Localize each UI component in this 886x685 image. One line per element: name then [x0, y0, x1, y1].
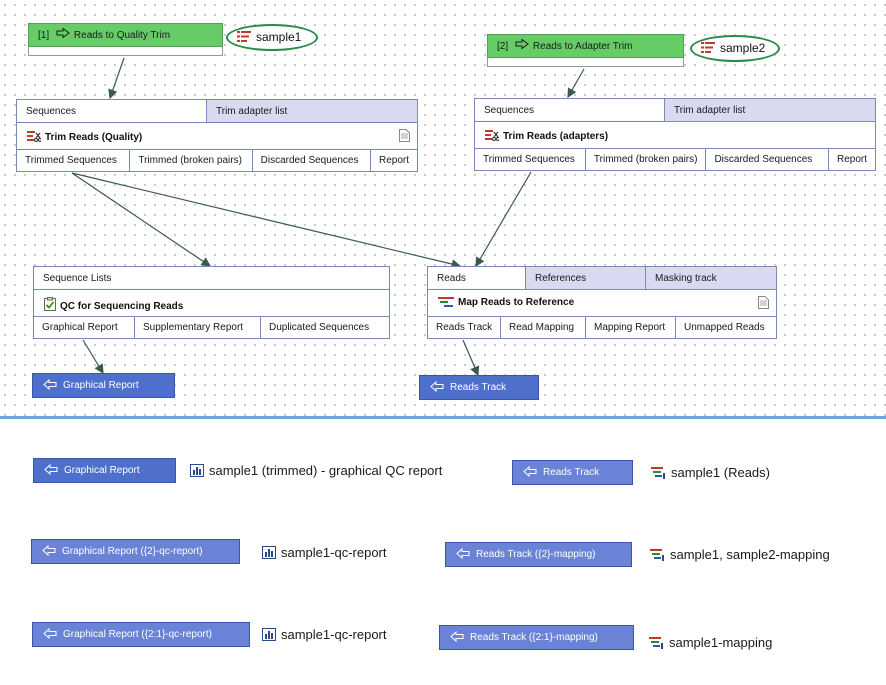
output-port[interactable]: Trimmed Sequences	[475, 149, 586, 170]
reads-track-icon	[649, 637, 663, 649]
output-port[interactable]: Trimmed (broken pairs)	[586, 149, 707, 170]
connection-line	[108, 57, 125, 100]
trim-reads-adapters-block[interactable]: Sequences Trim adapter list Trim Reads (…	[474, 98, 876, 171]
input-port[interactable]: References	[525, 267, 645, 289]
input-port[interactable]: Sequences	[484, 105, 535, 116]
block-title: Map Reads to Reference	[438, 297, 574, 308]
output-graphical-report-2-qc[interactable]: Graphical Report ({2}-qc-report)	[31, 539, 240, 564]
input-port[interactable]: Trim adapter list	[206, 100, 417, 122]
input-label: [1] Reads to Quality Trim	[38, 28, 171, 41]
block-title: Trim Reads (adapters)	[485, 129, 608, 142]
input-port[interactable]: Sequence Lists	[43, 273, 112, 284]
input-port[interactable]: Reads	[437, 273, 466, 284]
result-item[interactable]: sample1-mapping	[649, 635, 772, 650]
output-arrow-icon	[43, 628, 57, 639]
output-graphical-report[interactable]: Graphical Report	[33, 458, 176, 483]
section-divider	[0, 416, 886, 419]
input-reads-adapter-trim[interactable]: [2] Reads to Adapter Trim	[487, 34, 684, 58]
output-arrow-icon	[450, 631, 464, 642]
map-reads-block[interactable]: Reads References Masking track Map Reads…	[427, 266, 777, 339]
connection-line	[475, 171, 532, 268]
output-reads-track[interactable]: Reads Track	[419, 375, 539, 400]
result-item[interactable]: sample1 (trimmed) - graphical QC report	[190, 463, 442, 478]
report-icon	[190, 464, 204, 477]
output-graphical-report[interactable]: Graphical Report	[32, 373, 175, 398]
input-footer	[28, 47, 223, 56]
block-title: Trim Reads (Quality)	[27, 130, 142, 143]
sample-name: sample2	[720, 41, 766, 55]
mapping-icon	[438, 297, 454, 307]
output-reads-track[interactable]: Reads Track	[512, 460, 633, 485]
output-port[interactable]: Read Mapping	[501, 317, 586, 338]
input-port[interactable]: Masking track	[645, 267, 776, 289]
workflow-connections	[71, 57, 585, 377]
document-icon[interactable]	[758, 296, 769, 309]
output-port[interactable]: Duplicated Sequences	[269, 322, 370, 333]
sample-name: sample1	[256, 30, 302, 44]
output-port[interactable]: Supplementary Report	[135, 317, 261, 338]
sequence-list-icon	[237, 31, 251, 42]
qc-sequencing-reads-block[interactable]: Sequence Lists QC for Sequencing Reads G…	[33, 266, 390, 339]
input-port[interactable]: Sequences	[26, 106, 77, 117]
output-port[interactable]: Trimmed (broken pairs)	[130, 150, 253, 171]
output-port[interactable]: Unmapped Reads	[684, 322, 765, 333]
result-item[interactable]: sample1, sample2-mapping	[650, 547, 830, 562]
result-item[interactable]: sample1-qc-report	[262, 545, 387, 560]
trim-reads-quality-block[interactable]: Sequences Trim adapter list Trim Reads (…	[16, 99, 418, 172]
workflow-canvas[interactable]: [1] Reads to Quality Trim sample1 [2] Re…	[0, 0, 886, 417]
block-title: QC for Sequencing Reads	[44, 297, 183, 312]
output-arrow-icon	[43, 379, 57, 390]
input-port[interactable]: Trim adapter list	[664, 99, 875, 121]
output-port[interactable]: Reads Track	[428, 317, 501, 338]
output-reads-track-2-mapping[interactable]: Reads Track ({2}-mapping)	[445, 542, 632, 567]
document-icon[interactable]	[399, 129, 410, 142]
connection-line	[71, 172, 462, 269]
sample-badge[interactable]: sample1	[226, 24, 318, 51]
output-port[interactable]: Graphical Report	[34, 317, 135, 338]
output-port[interactable]: Discarded Sequences	[253, 150, 371, 171]
connection-line	[71, 172, 211, 267]
output-port[interactable]: Report	[378, 155, 409, 166]
reads-track-icon	[651, 467, 665, 479]
output-port[interactable]: Discarded Sequences	[706, 149, 829, 170]
report-icon	[262, 628, 276, 641]
input-label: [2] Reads to Adapter Trim	[497, 39, 633, 52]
report-icon	[262, 546, 276, 559]
result-item[interactable]: sample1 (Reads)	[651, 465, 770, 480]
trim-icon	[27, 131, 41, 142]
sequence-list-icon	[701, 42, 715, 53]
connection-line	[567, 68, 585, 99]
input-arrow-icon	[515, 39, 529, 49]
reads-track-icon	[650, 549, 664, 561]
clipboard-check-icon	[44, 297, 56, 311]
output-arrow-icon	[42, 545, 56, 556]
output-arrow-icon	[456, 548, 470, 559]
output-port[interactable]: Report	[836, 154, 867, 165]
output-port[interactable]: Trimmed Sequences	[17, 150, 131, 171]
output-reads-track-2-1-mapping[interactable]: Reads Track ({2:1}-mapping)	[439, 625, 634, 650]
output-arrow-icon	[430, 381, 444, 392]
connection-line	[462, 339, 480, 377]
input-arrow-icon	[56, 28, 70, 38]
result-item[interactable]: sample1-qc-report	[262, 627, 387, 642]
output-port[interactable]: Mapping Report	[586, 317, 676, 338]
connection-line	[82, 339, 104, 375]
output-arrow-icon	[523, 466, 537, 477]
input-reads-quality-trim[interactable]: [1] Reads to Quality Trim	[28, 23, 223, 47]
output-arrow-icon	[44, 464, 58, 475]
output-graphical-report-2-1-qc[interactable]: Graphical Report ({2:1}-qc-report)	[32, 622, 250, 647]
trim-icon	[485, 130, 499, 141]
sample-badge[interactable]: sample2	[690, 35, 780, 62]
input-footer	[487, 58, 684, 67]
